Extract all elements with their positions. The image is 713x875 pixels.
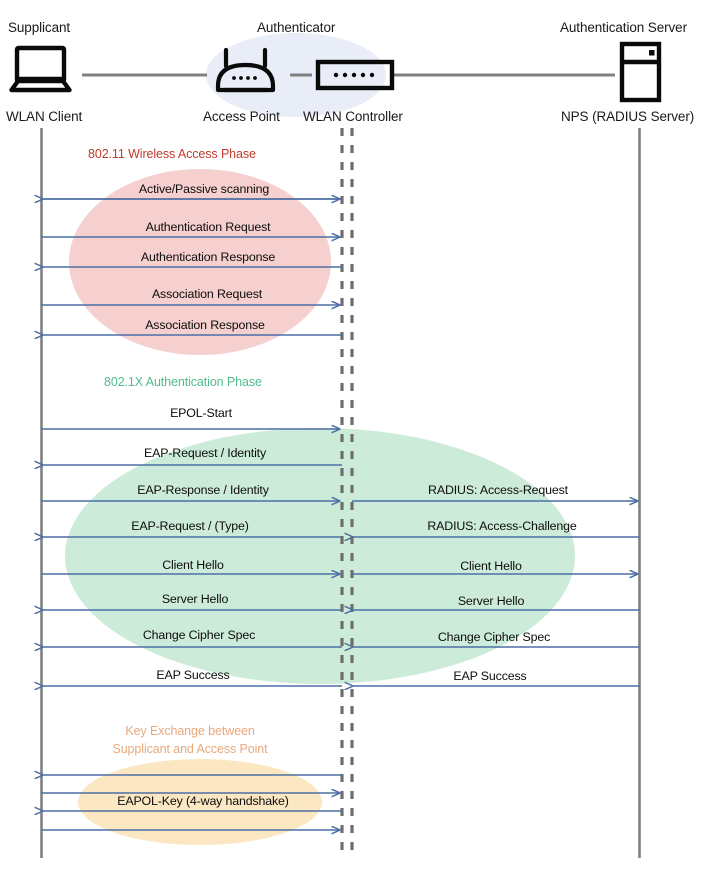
msg-label-change-cipher-spec-right: Change Cipher Spec: [437, 630, 551, 644]
phase-label-key-exchange: Key Exchange between Supplicant and Acce…: [100, 722, 280, 758]
actor-device-wlan-controller: WLAN Controller: [303, 109, 403, 124]
msg-label-change-cipher-spec-left: Change Cipher Spec: [142, 628, 256, 642]
msg-label-client-hello-left: Client Hello: [162, 558, 224, 572]
msg-label-radius-access-challenge: RADIUS: Access-Challenge: [427, 519, 577, 533]
phase-label-key-exchange-line1: Key Exchange between: [125, 724, 255, 738]
actor-role-supplicant: Supplicant: [8, 20, 71, 35]
msg-label-radius-access-request: RADIUS: Access-Request: [428, 483, 568, 497]
msg-label-active-passive-scanning: Active/Passive scanning: [138, 182, 270, 196]
msg-label-authentication-response: Authentication Response: [140, 250, 276, 264]
msg-label-eap-success-right: EAP Success: [453, 669, 527, 683]
phase-label-key-exchange-line2: Supplicant and Access Point: [112, 742, 268, 757]
msg-label-eap-response-identity: EAP-Response / Identity: [137, 483, 269, 497]
phase-ellipse-key-exchange: [78, 759, 322, 845]
phase-ellipse-wireless-access: [69, 169, 331, 355]
msg-label-client-hello-right: Client Hello: [460, 559, 522, 573]
msg-label-eap-success-left: EAP Success: [156, 668, 230, 682]
msg-label-association-request: Association Request: [151, 287, 263, 301]
msg-label-eapol-key-handshake: EAPOL-Key (4-way handshake): [117, 794, 289, 808]
actor-role-authentication-server: Authentication Server: [560, 20, 687, 35]
msg-label-eapol-start: EPOL-Start: [170, 406, 232, 420]
msg-label-association-response: Association Response: [145, 318, 265, 332]
msg-label-server-hello-left: Server Hello: [161, 592, 229, 606]
controller-box-icon: [315, 59, 395, 91]
msg-label-eap-request-type: EAP-Request / (Type): [131, 519, 249, 533]
phase-ellipse-dot1x: [65, 428, 575, 684]
actor-device-wlan-client: WLAN Client: [6, 109, 83, 124]
actor-role-authenticator: Authenticator: [257, 20, 336, 35]
wireless-router-icon: [215, 47, 276, 93]
actor-device-access-point: Access Point: [203, 109, 280, 124]
msg-label-authentication-request: Authentication Request: [145, 220, 271, 234]
phase-label-wireless-access: 802.11 Wireless Access Phase: [88, 147, 256, 161]
msg-label-server-hello-right: Server Hello: [457, 594, 525, 608]
msg-label-eap-request-identity: EAP-Request / Identity: [143, 446, 267, 460]
phase-label-dot1x: 802.1X Authentication Phase: [104, 375, 262, 389]
server-rack-icon: [619, 41, 662, 103]
actor-device-nps: NPS (RADIUS Server): [561, 109, 695, 124]
laptop-icon: [9, 45, 72, 93]
